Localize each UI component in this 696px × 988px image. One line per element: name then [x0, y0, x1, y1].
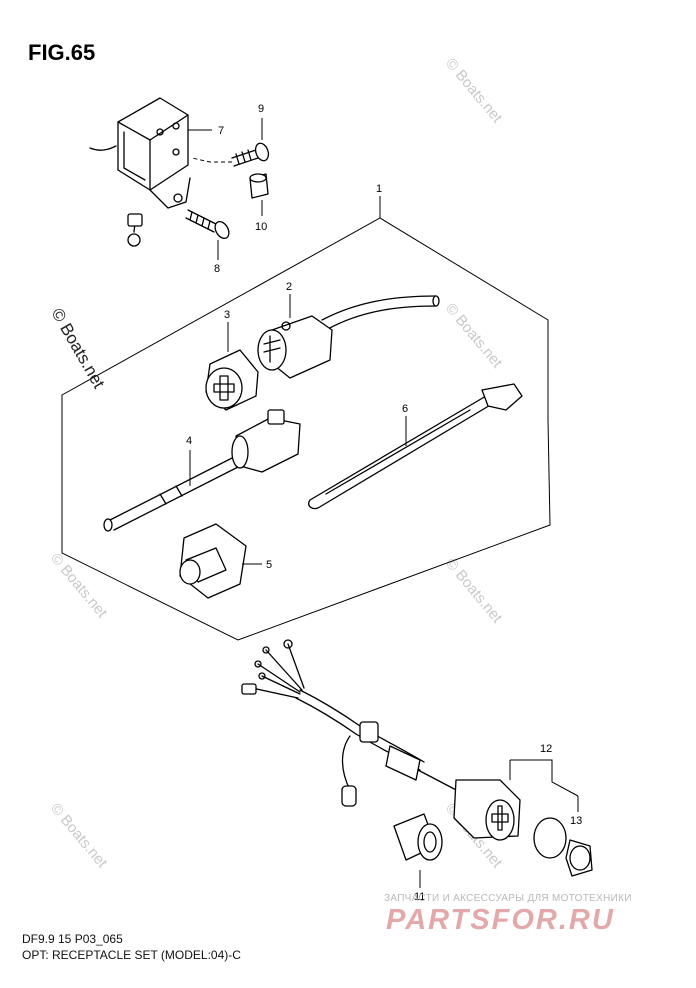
part-10-collar [249, 173, 269, 216]
callout-7: 7 [218, 125, 224, 137]
part-13-cap [533, 817, 593, 877]
callout-11: 11 [414, 891, 425, 903]
callout-10: 10 [255, 221, 267, 233]
callout-line-12 [509, 759, 579, 812]
figure-caption: OPT: RECEPTACLE SET (MODEL:04)-C [22, 948, 241, 962]
part-8-screw [185, 209, 230, 260]
callout-1: 1 [376, 183, 382, 195]
part-3-cap [205, 349, 259, 411]
advert-logo: PARTSFOR.RU [386, 904, 615, 936]
figure-code: DF9.9 15 P03_065 [22, 932, 123, 946]
callout-9: 9 [258, 103, 264, 115]
part-6-cable-tie [308, 383, 523, 510]
part-5-grommet [179, 523, 262, 599]
callout-2: 2 [286, 281, 292, 293]
ground-eyelet [127, 213, 143, 247]
callout-6: 6 [402, 403, 408, 415]
part-7-bracket [89, 97, 212, 209]
part-9-bolt [191, 118, 270, 167]
part-2-receptacle [257, 295, 440, 379]
callout-3: 3 [224, 309, 230, 321]
part-11-bushing [393, 813, 443, 888]
callout-13: 13 [570, 815, 582, 827]
part-harness [241, 639, 521, 841]
set-frame [61, 217, 551, 641]
callout-8: 8 [214, 263, 220, 275]
callout-12: 12 [540, 743, 552, 755]
part-4-plug [103, 409, 301, 532]
callout-4: 4 [186, 435, 192, 447]
callout-5: 5 [266, 559, 272, 571]
figure-title: FIG.65 [28, 40, 96, 65]
advert-tagline: ЗАПЧАСТИ И АКСЕССУАРЫ ДЛЯ МОТОТЕХНИКИ [384, 893, 632, 904]
